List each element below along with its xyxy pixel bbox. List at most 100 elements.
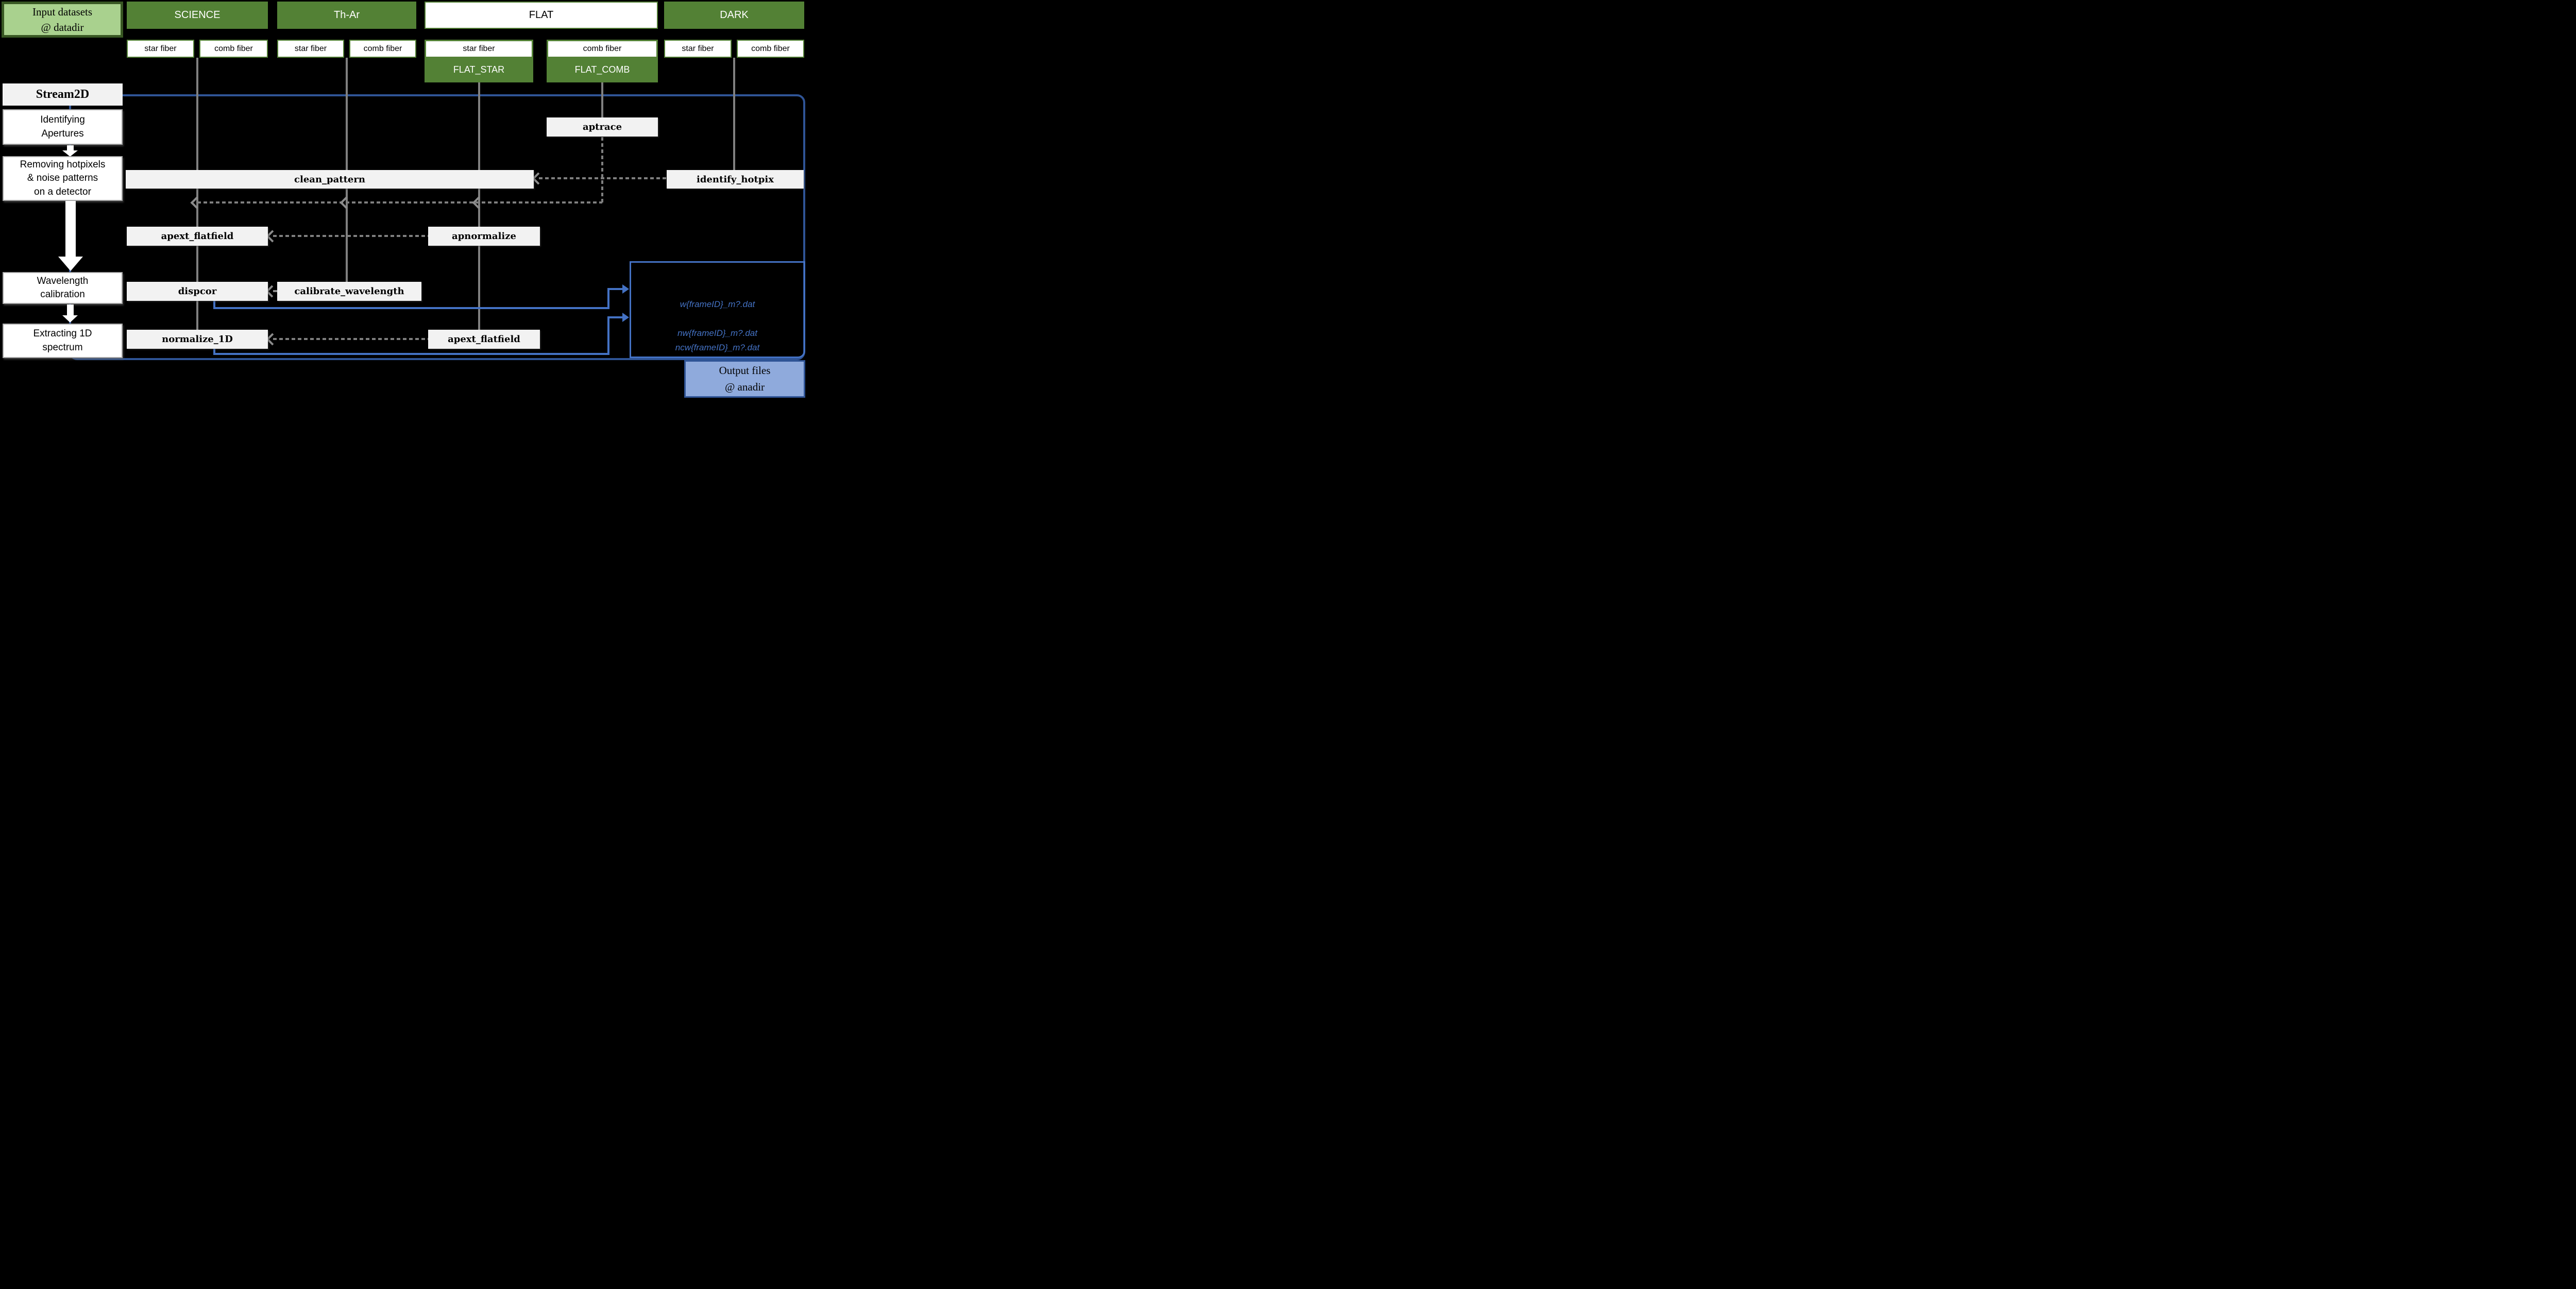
stage-identifying-apertures: Identifying Apertures bbox=[3, 109, 123, 145]
down-arrow-1-head-icon bbox=[62, 150, 78, 157]
output-file-nw: nw{frameID}_m?.dat bbox=[631, 328, 804, 339]
output-files-panel: w{frameID}_m?.dat nw{frameID}_m?.dat ncw… bbox=[630, 261, 805, 358]
thar-comb-fiber-label: comb fiber bbox=[363, 44, 402, 53]
science-star-fiber-label: star fiber bbox=[144, 44, 177, 53]
flat-star-group: star fiber FLAT_STAR bbox=[425, 40, 533, 82]
stage3-line1: Wavelength bbox=[37, 275, 89, 286]
science-comb-fiber-label: comb fiber bbox=[214, 44, 253, 53]
pipeline-diagram: Input datasets @ datadir SCIENCE Th-Ar F… bbox=[0, 0, 808, 401]
aptrace-branch-dashed-line bbox=[197, 201, 602, 203]
stage3-line2: calibration bbox=[40, 289, 85, 300]
dispcor-output-connector-h1 bbox=[213, 307, 609, 309]
stage2-line3: on a detector bbox=[34, 186, 91, 197]
calibrate-to-dispcor-line bbox=[273, 290, 278, 292]
apext-flatfield-box-2: apext_flatfield bbox=[428, 330, 540, 349]
apext2-to-normalize-dashed-arrow bbox=[273, 338, 428, 340]
stage-removing-hotpixels: Removing hotpixels & noise patterns on a… bbox=[3, 156, 123, 201]
flat-star-fiber-label: star fiber bbox=[463, 44, 495, 53]
down-arrow-2-head-icon bbox=[58, 257, 83, 271]
normalize-1d-box: normalize_1D bbox=[127, 330, 268, 349]
normalize-output-connector-v1 bbox=[213, 349, 215, 354]
thar-header-label: Th-Ar bbox=[334, 9, 360, 21]
flat-comb-subgroup: FLAT_COMB bbox=[547, 57, 658, 82]
aptrace-label: aptrace bbox=[582, 122, 622, 132]
down-arrow-3-shaft bbox=[67, 304, 74, 315]
dispcor-output-connector-v2 bbox=[607, 288, 609, 309]
stream2d-title-label: Stream2D bbox=[36, 88, 90, 101]
dispcor-output-connector-v1 bbox=[213, 301, 215, 309]
calibrate-wavelength-label: calibrate_wavelength bbox=[294, 286, 404, 297]
stage4-line2: spectrum bbox=[42, 342, 83, 353]
identify-hotpix-label: identify_hotpix bbox=[697, 174, 774, 185]
dispcor-output-connector-h2 bbox=[609, 288, 623, 290]
flat-comb-group: comb fiber FLAT_COMB bbox=[547, 40, 658, 82]
dark-header-label: DARK bbox=[720, 9, 749, 21]
flatstar-flow-line bbox=[478, 82, 480, 331]
flat-star-subgroup-label: FLAT_STAR bbox=[453, 64, 505, 75]
normalize-1d-label: normalize_1D bbox=[162, 334, 233, 345]
input-datasets-line2: @ datadir bbox=[41, 21, 84, 33]
calibrate-wavelength-box: calibrate_wavelength bbox=[277, 282, 421, 301]
science-flow-line bbox=[196, 58, 198, 331]
stage-wavelength-calibration: Wavelength calibration bbox=[3, 272, 123, 304]
normalize-output-connector-v2 bbox=[607, 316, 609, 355]
dark-star-fiber-label: star fiber bbox=[682, 44, 714, 53]
output-location-box: Output files @ anadir bbox=[684, 360, 805, 398]
stage1-line1: Identifying bbox=[40, 114, 85, 126]
output-file-w-label: w{frameID}_m?.dat bbox=[680, 299, 755, 309]
thar-star-fiber-box: star fiber bbox=[277, 40, 344, 58]
normalize-output-connector-h2 bbox=[609, 316, 623, 318]
input-datasets-box: Input datasets @ datadir bbox=[2, 2, 123, 38]
down-arrow-3-head-icon bbox=[62, 315, 78, 323]
science-star-fiber-box: star fiber bbox=[127, 40, 194, 58]
flat-header: FLAT bbox=[425, 2, 658, 29]
stage1-line2: Apertures bbox=[41, 128, 84, 139]
dark-flow-line bbox=[733, 58, 735, 171]
down-arrow-1-shaft bbox=[67, 145, 74, 150]
aptrace-dashed-line bbox=[601, 137, 603, 202]
output-location-line1: Output files bbox=[719, 364, 771, 377]
apext-flatfield-2-label: apext_flatfield bbox=[448, 334, 520, 345]
flat-star-fiber-box: star fiber bbox=[426, 41, 532, 57]
apext-flatfield-box-1: apext_flatfield bbox=[127, 227, 268, 246]
dark-star-fiber-box: star fiber bbox=[664, 40, 732, 58]
clean-pattern-box: clean_pattern bbox=[126, 170, 534, 189]
output-file-ncw-label: ncw{frameID}_m?.dat bbox=[675, 343, 760, 352]
science-comb-fiber-box: comb fiber bbox=[199, 40, 268, 58]
dark-header: DARK bbox=[664, 2, 804, 29]
stage2-line2: & noise patterns bbox=[27, 173, 98, 184]
stream2d-title-box: Stream2D bbox=[3, 83, 123, 106]
apnormalize-to-apext-dashed-arrow bbox=[273, 235, 428, 237]
identify-to-clean-dashed-arrow bbox=[539, 177, 669, 179]
output-file-nw-label: nw{frameID}_m?.dat bbox=[677, 328, 757, 338]
stage4-line1: Extracting 1D bbox=[33, 328, 92, 340]
flatcomb-flow-line bbox=[601, 82, 603, 118]
flat-comb-fiber-box: comb fiber bbox=[548, 41, 656, 57]
dispcor-output-arrowhead bbox=[622, 284, 629, 294]
normalize-output-arrowhead bbox=[622, 313, 629, 322]
science-header-label: SCIENCE bbox=[174, 9, 221, 21]
input-datasets-line1: Input datasets bbox=[32, 5, 93, 18]
dispcor-box: dispcor bbox=[127, 282, 268, 301]
apnormalize-box: apnormalize bbox=[428, 227, 540, 246]
apnormalize-label: apnormalize bbox=[452, 231, 516, 242]
stage2-line1: Removing hotpixels bbox=[20, 159, 106, 171]
output-file-w: w{frameID}_m?.dat bbox=[631, 299, 804, 310]
flat-star-subgroup: FLAT_STAR bbox=[425, 57, 533, 82]
thar-star-fiber-label: star fiber bbox=[294, 44, 327, 53]
output-file-ncw: ncw{frameID}_m?.dat bbox=[631, 342, 804, 353]
identify-hotpix-box: identify_hotpix bbox=[667, 170, 804, 189]
dark-comb-fiber-label: comb fiber bbox=[751, 44, 790, 53]
apext-flatfield-1-label: apext_flatfield bbox=[161, 231, 234, 242]
normalize-output-connector-h1 bbox=[213, 353, 609, 355]
flat-header-label: FLAT bbox=[529, 9, 554, 21]
dispcor-label: dispcor bbox=[178, 286, 217, 297]
clean-pattern-label: clean_pattern bbox=[294, 174, 365, 185]
dark-comb-fiber-box: comb fiber bbox=[737, 40, 804, 58]
flat-comb-fiber-label: comb fiber bbox=[583, 44, 622, 53]
thar-header: Th-Ar bbox=[277, 2, 416, 29]
down-arrow-2-shaft bbox=[65, 201, 76, 257]
flat-comb-subgroup-label: FLAT_COMB bbox=[574, 64, 630, 75]
aptrace-box: aptrace bbox=[547, 117, 658, 137]
thar-comb-fiber-box: comb fiber bbox=[349, 40, 416, 58]
